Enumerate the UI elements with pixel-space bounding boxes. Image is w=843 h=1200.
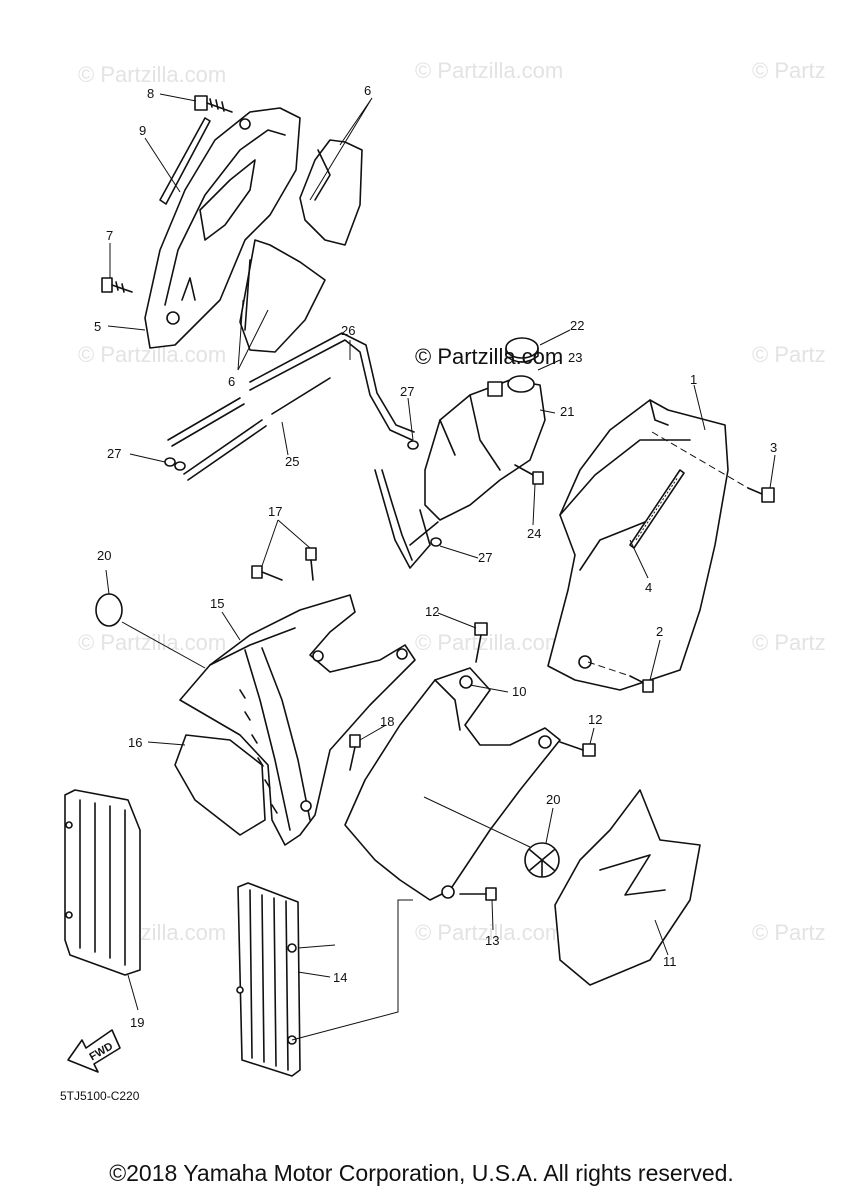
fwd-arrow-icon: FWD bbox=[67, 1029, 121, 1073]
part-1-side-cover bbox=[547, 399, 729, 691]
part-19-radiator-guard bbox=[64, 789, 141, 976]
part-25-26-hoses bbox=[167, 332, 439, 569]
callout-27: 27 bbox=[107, 446, 121, 461]
callout-20: 20 bbox=[546, 792, 560, 807]
watermark: © Partzilla.com bbox=[78, 62, 226, 87]
part-8-bolt bbox=[194, 95, 233, 113]
callout-27: 27 bbox=[400, 384, 414, 399]
callout-22: 22 bbox=[570, 318, 584, 333]
callout-25: 25 bbox=[285, 454, 299, 469]
callout-11: 11 bbox=[663, 954, 677, 969]
callout-15: 15 bbox=[210, 596, 224, 611]
part-14-radiator-guard bbox=[236, 882, 301, 1077]
callout-14: 14 bbox=[333, 970, 347, 985]
callout-12: 12 bbox=[588, 712, 602, 727]
part-20-emblem-left bbox=[95, 593, 123, 627]
callout-6: 6 bbox=[364, 83, 371, 98]
callout-7: 7 bbox=[106, 228, 113, 243]
part-27-clips bbox=[164, 440, 442, 547]
part-20-emblem-right bbox=[524, 842, 560, 878]
callout-23: 23 bbox=[568, 350, 582, 365]
connector-line bbox=[291, 899, 413, 1041]
part-5-side-cover bbox=[144, 107, 301, 349]
main-watermark: © Partzilla.com bbox=[415, 344, 563, 369]
part-15-shroud bbox=[179, 594, 416, 846]
part-24-bolt bbox=[514, 464, 544, 485]
callout-20: 20 bbox=[97, 548, 111, 563]
copyright-notice: ©2018 Yamaha Motor Corporation, U.S.A. A… bbox=[109, 1160, 734, 1186]
callout-4: 4 bbox=[645, 580, 652, 595]
part-11-shroud-decal bbox=[554, 789, 701, 986]
callout-19: 19 bbox=[130, 1015, 144, 1030]
part-13-bolt bbox=[459, 887, 497, 901]
callout-12: 12 bbox=[425, 604, 439, 619]
watermark: © Partzilla.com bbox=[415, 58, 563, 83]
part-6-upper-shroud bbox=[299, 139, 363, 246]
part-21-tank bbox=[424, 375, 546, 521]
watermark: © Partz bbox=[752, 342, 826, 367]
part-12-bolts bbox=[474, 622, 596, 757]
part-17-bolts bbox=[251, 547, 317, 581]
callout-labels: 1 2 3 4 5 6 6 7 8 9 10 11 12 12 13 14 15… bbox=[94, 83, 777, 1030]
callout-10: 10 bbox=[512, 684, 526, 699]
callout-24: 24 bbox=[527, 526, 541, 541]
watermark: © Partz bbox=[752, 58, 826, 83]
connector-line bbox=[297, 944, 336, 949]
leader-lines bbox=[105, 93, 776, 1011]
callout-2: 2 bbox=[656, 624, 663, 639]
callout-3: 3 bbox=[770, 440, 777, 455]
part-6-lower-shroud bbox=[239, 239, 326, 353]
callout-8: 8 bbox=[147, 86, 154, 101]
part-9-strip bbox=[159, 117, 211, 205]
part-22-cap bbox=[505, 337, 539, 363]
watermark: © Partz bbox=[752, 630, 826, 655]
callout-6: 6 bbox=[228, 374, 235, 389]
callout-21: 21 bbox=[560, 404, 574, 419]
watermark: © Partzilla.com bbox=[78, 630, 226, 655]
callout-26: 26 bbox=[341, 323, 355, 338]
part-18-bolt bbox=[349, 734, 361, 771]
callout-16: 16 bbox=[128, 735, 142, 750]
callout-27: 27 bbox=[478, 550, 492, 565]
part-2-bolt bbox=[587, 661, 654, 693]
part-4-decal bbox=[629, 469, 685, 549]
part-10-shroud bbox=[344, 667, 561, 901]
callout-5: 5 bbox=[94, 319, 101, 334]
watermark: © Partzilla.com bbox=[415, 630, 563, 655]
callout-13: 13 bbox=[485, 933, 499, 948]
callout-9: 9 bbox=[139, 123, 146, 138]
callout-1: 1 bbox=[690, 372, 697, 387]
part-16-shroud-decal bbox=[174, 734, 266, 836]
callout-17: 17 bbox=[268, 504, 282, 519]
watermark: © Partz bbox=[752, 920, 826, 945]
part-3-bolt bbox=[651, 431, 775, 503]
diagram-code: 5TJ5100-C220 bbox=[60, 1089, 140, 1103]
part-7-bolt bbox=[101, 277, 133, 293]
callout-18: 18 bbox=[380, 714, 394, 729]
watermark: © Partzilla.com bbox=[415, 920, 563, 945]
